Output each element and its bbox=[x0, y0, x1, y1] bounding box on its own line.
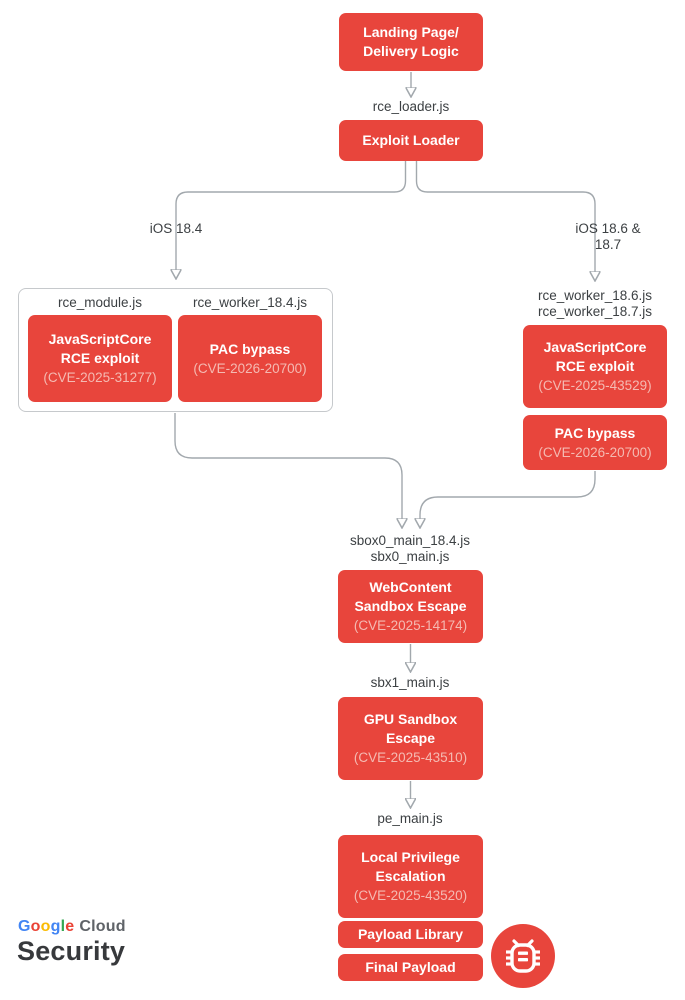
security-wordmark: Security bbox=[17, 936, 126, 966]
label-ios-18-6-and-18-7: iOS 18.6 & 18.7 bbox=[575, 221, 641, 252]
logo-letter: o bbox=[40, 918, 51, 935]
node-title: PAC bypass bbox=[209, 340, 291, 357]
logo-letter: g bbox=[50, 918, 61, 935]
edge-pac186-to-sandbox-escape bbox=[420, 471, 596, 519]
node-pac-bypass-18-6: PAC bypass (CVE-2026-20700) bbox=[523, 415, 667, 470]
node-pac-bypass-18-4: PAC bypass (CVE-2026-20700) bbox=[178, 315, 322, 402]
malware-badge bbox=[491, 924, 555, 988]
node-title: PAC bypass bbox=[554, 424, 636, 441]
label-rce-worker-18-6-7-js: rce_worker_18.6.js rce_worker_18.7.js bbox=[537, 288, 653, 319]
label-rce-module-js: rce_module.js bbox=[57, 295, 143, 310]
label-rce-loader-js: rce_loader.js bbox=[372, 99, 450, 114]
node-title: Final Payload bbox=[365, 959, 456, 975]
label-sbx1-main-js: sbx1_main.js bbox=[370, 675, 450, 690]
node-gpu-sandbox-escape: GPU Sandbox Escape (CVE-2025-43510) bbox=[338, 697, 483, 780]
bug-icon bbox=[506, 939, 540, 973]
logo-letter: l bbox=[60, 918, 66, 935]
logo-letter: G bbox=[18, 918, 31, 935]
edge-loader-to-ios184-branch bbox=[176, 161, 407, 270]
node-title: Local Privilege Escalation bbox=[361, 849, 460, 884]
node-landing-page: Landing Page/ Delivery Logic bbox=[339, 13, 483, 71]
node-final-payload: Final Payload bbox=[338, 954, 483, 981]
logo-letter: o bbox=[30, 918, 41, 935]
node-title: JavaScriptCore RCE exploit bbox=[48, 331, 152, 366]
node-payload-library: Payload Library bbox=[338, 921, 483, 948]
node-title: Payload Library bbox=[357, 926, 464, 942]
node-title: Exploit Loader bbox=[362, 132, 460, 148]
node-local-privilege-escalation: Local Privilege Escalation (CVE-2025-435… bbox=[338, 835, 483, 918]
node-cve: (CVE-2025-43510) bbox=[353, 750, 468, 765]
node-cve: (CVE-2025-31277) bbox=[43, 370, 157, 385]
node-cve: (CVE-2025-43529) bbox=[538, 378, 652, 393]
edge-loader-to-ios186-branch bbox=[415, 161, 596, 272]
edge-group184-to-sandbox-escape bbox=[174, 413, 402, 519]
node-title: JavaScriptCore RCE exploit bbox=[543, 339, 647, 374]
label-rce-worker-18-4-js: rce_worker_18.4.js bbox=[192, 295, 308, 310]
node-cve: (CVE-2026-20700) bbox=[538, 444, 652, 460]
node-title: WebContent Sandbox Escape bbox=[354, 579, 467, 614]
label-pe-main-js: pe_main.js bbox=[377, 811, 443, 826]
node-cve: (CVE-2025-14174) bbox=[353, 618, 468, 633]
logo-letter: e bbox=[65, 918, 75, 935]
label-sbox0-main-js: sbox0_main_18.4.js sbx0_main.js bbox=[349, 533, 471, 564]
node-jsc-rce-exploit-18-6: JavaScriptCore RCE exploit (CVE-2025-435… bbox=[523, 325, 667, 408]
logo-cloud-label: Cloud bbox=[79, 918, 126, 935]
node-title: Landing Page/ Delivery Logic bbox=[363, 24, 459, 59]
label-ios-18-4: iOS 18.4 bbox=[149, 221, 203, 236]
node-title: GPU Sandbox Escape bbox=[363, 711, 458, 746]
node-cve: (CVE-2025-43520) bbox=[353, 888, 468, 903]
node-webcontent-sandbox-escape: WebContent Sandbox Escape (CVE-2025-1417… bbox=[338, 570, 483, 643]
node-cve: (CVE-2026-20700) bbox=[193, 360, 307, 376]
node-exploit-loader: Exploit Loader bbox=[339, 120, 483, 161]
node-jsc-rce-exploit-18-4: JavaScriptCore RCE exploit (CVE-2025-312… bbox=[28, 315, 172, 402]
